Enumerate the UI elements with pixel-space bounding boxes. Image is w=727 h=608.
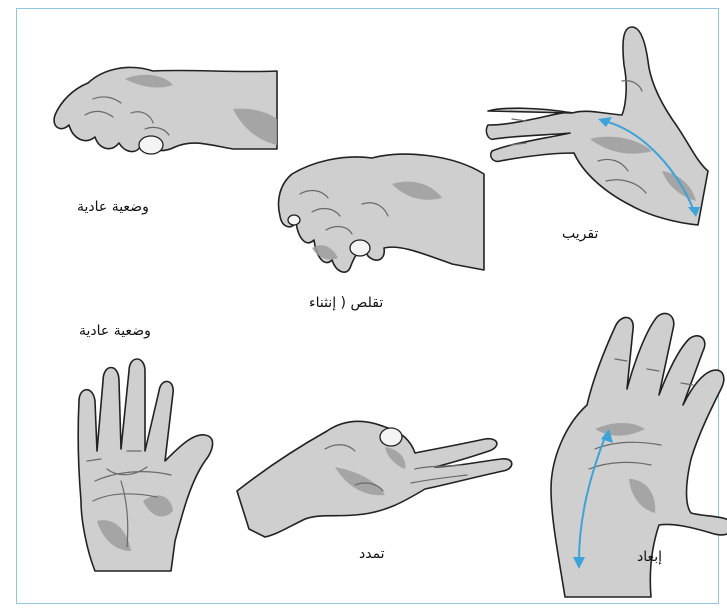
caption-adduction: تقريب [562, 226, 598, 242]
caption-abduction: إبعاد [637, 549, 662, 565]
caption-normal-bottom: وضعية عادية [79, 323, 151, 339]
caption-flexion: تقلص ( إنثناء [309, 295, 383, 311]
hand-abduction [535, 309, 727, 599]
figure-frame: وضعية عادية تقلص ( إنثناء تقريب [16, 8, 719, 604]
hand-extension [235, 409, 520, 539]
caption-normal-top: وضعية عادية [77, 199, 149, 215]
hand-flexion [252, 144, 487, 289]
hand-adduction [482, 21, 722, 226]
hand-normal-palm [67, 351, 227, 579]
caption-extension: تمدد [359, 546, 385, 562]
hand-normal-side [33, 49, 283, 179]
